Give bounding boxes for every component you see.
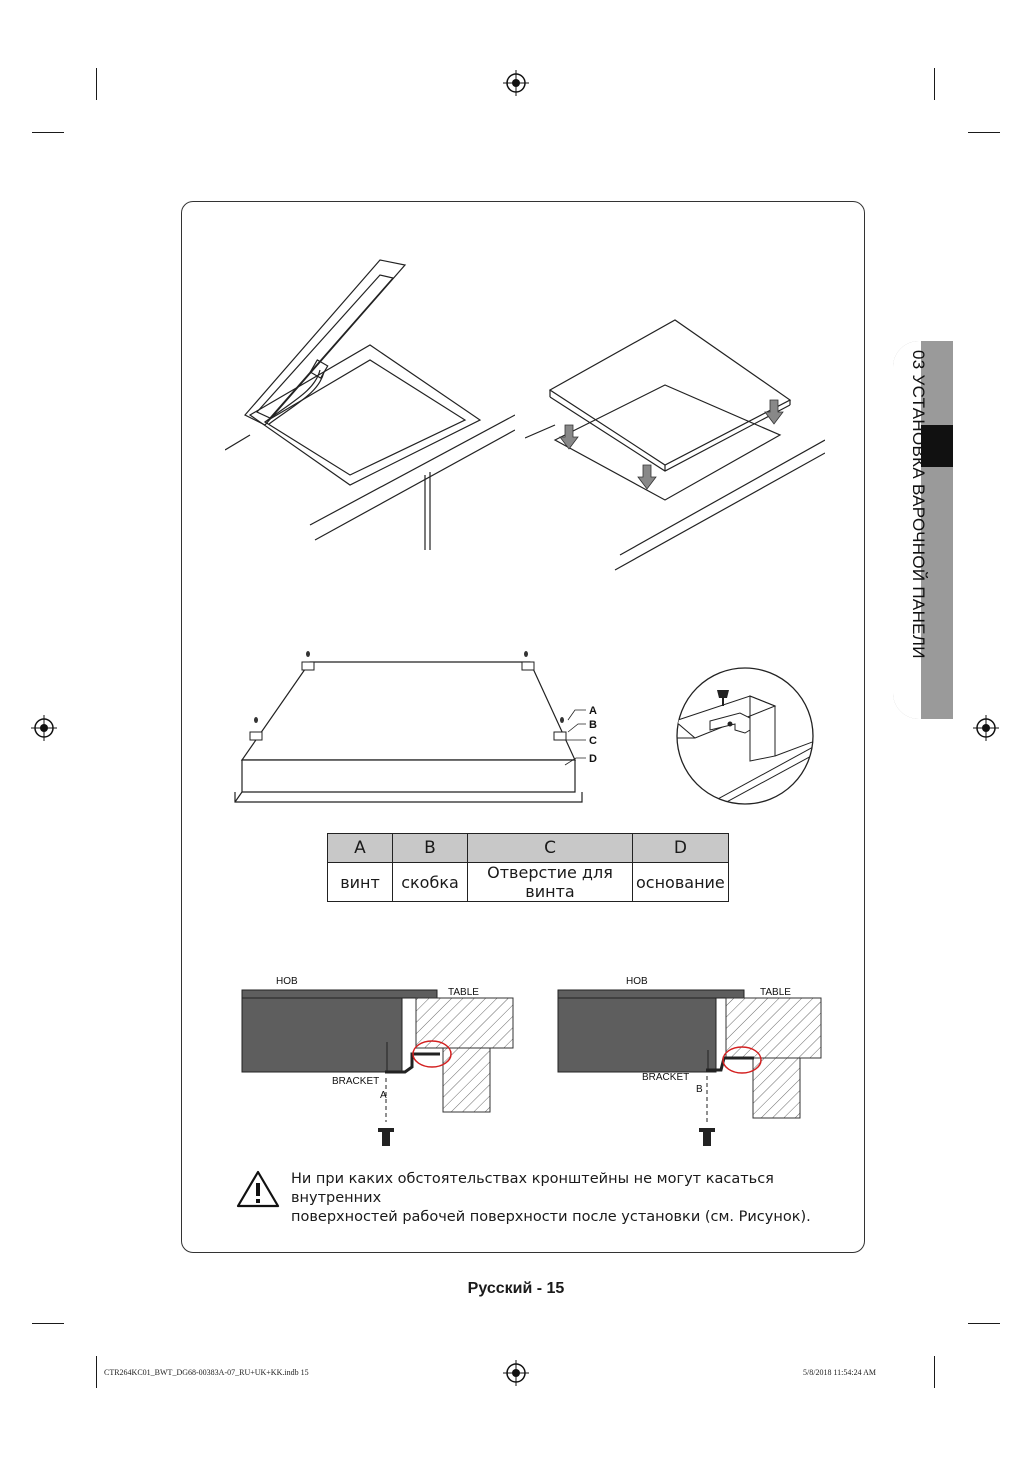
crop-mark [32,1323,64,1324]
crop-mark [32,132,64,133]
table-label: TABLE [760,987,791,998]
warning-line-2: поверхностей рабочей поверхности после у… [291,1209,811,1225]
table-cell: скобка [392,862,468,902]
callout-b: B [589,719,597,731]
file-slug: CTR264KC01_BWT_DG68-00383A-07_RU+UK+KK.i… [104,1368,309,1377]
warning-text: Ни при каких обстоятельствах кронштейны … [291,1170,831,1227]
table-header: C [467,833,633,863]
content-frame [181,201,865,1253]
crop-mark [968,132,1000,133]
warning-line-1: Ни при каких обстоятельствах кронштейны … [291,1171,774,1206]
crop-mark [96,1356,97,1388]
table-header: D [632,833,729,863]
chapter-tab [893,341,953,719]
page-number: Русский - 15 [467,1280,565,1297]
print-timestamp: 5/8/2018 11:54:24 AM [803,1368,877,1377]
hob-placement-illustration [525,319,825,571]
callout-d: D [589,753,597,765]
registration-mark-icon [973,715,999,741]
cross-section-a-illustration: HOB TABLE BRACKET A [241,976,514,1146]
registration-mark-icon [503,70,529,96]
table-label: TABLE [448,987,479,998]
table-header: B [392,833,468,863]
warning-triangle-icon [236,1170,280,1208]
hob-label: HOB [276,976,298,987]
bracket-letter: B [696,1084,703,1095]
table-cell: основание [632,862,729,902]
parts-table: A B C D винт скобка Отверстие для винта … [327,833,729,902]
callout-c: C [589,735,597,747]
bracket-label: BRACKET [642,1072,689,1083]
registration-mark-icon [503,1360,529,1386]
table-cell: винт [327,862,393,902]
cross-section-b-illustration: HOB TABLE BRACKET B [557,976,822,1146]
table-header: A [327,833,393,863]
crop-mark [968,1323,1000,1324]
crop-mark [934,68,935,100]
bracket-position-illustration: A B C D [234,651,597,803]
hob-cable-illustration [225,259,515,550]
crop-mark [96,68,97,100]
table-cell: Отверстие для винта [467,862,633,902]
bracket-letter: A [380,1090,387,1101]
hob-label: HOB [626,976,648,987]
bracket-detail-illustration [676,667,814,805]
chapter-marker [921,425,953,467]
bracket-label: BRACKET [332,1076,379,1087]
callout-a: A [589,705,597,717]
crop-mark [934,1356,935,1388]
registration-mark-icon [31,715,57,741]
chapter-title: 03 УСТАНОВКА ВАРОЧНОЙ ПАНЕЛИ [909,350,928,659]
